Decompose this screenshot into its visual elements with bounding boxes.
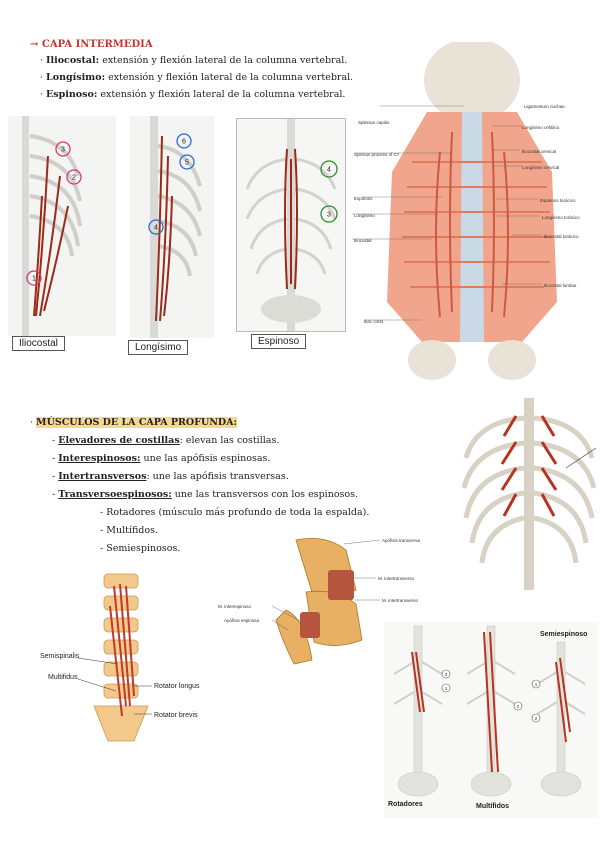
- marker-3: 3: [327, 212, 331, 219]
- label-semiespinoso: Semiespinoso: [540, 631, 587, 638]
- marker-3: 3: [445, 672, 448, 677]
- muscle-name: Transversoespinosos:: [58, 489, 172, 500]
- label-longisimo-cefalico: Longísimo cefálico: [522, 125, 560, 130]
- label-multifidos: Multífidos: [476, 803, 509, 810]
- section-heading-intermedia: → CAPA INTERMEDIA: [30, 39, 153, 50]
- label-m-intertransverso: M. intertransverso: [378, 576, 415, 581]
- marker-4: 4: [327, 167, 331, 174]
- label-iliocostal: Iliocostal: [354, 238, 372, 243]
- label-m-interespinoso: M. interespinoso: [218, 604, 252, 609]
- label-espinoso-toracico: Espinoso torácico: [540, 198, 576, 203]
- label-apofisis-transversa: Apófisis transversa: [382, 538, 421, 543]
- caption-espinoso: Espinoso: [251, 334, 307, 349]
- marker-2: 2: [535, 716, 538, 721]
- muscle-function: extensión y flexión lateral de la column…: [97, 89, 346, 100]
- muscle-function: une las transversos con los espinosos.: [171, 489, 359, 500]
- marker-6: 6: [182, 139, 186, 146]
- label-rotadores: Rotadores: [388, 801, 423, 808]
- muscle-function: une las apófisis espinosas.: [140, 453, 271, 464]
- list-item: - Transversoespinosos: une las transvers…: [52, 489, 359, 500]
- figure-deep-spine: Semispinalis Multifidus Rotator longus R…: [34, 566, 214, 744]
- label-rotator-longus: Rotator longus: [154, 683, 200, 690]
- muscle-function: : une las apófisis transversas.: [146, 471, 289, 482]
- figure-iliocostal: 3 2 1: [8, 116, 116, 336]
- sub-list-item: - Rotadores (músculo más profundo de tod…: [100, 507, 370, 518]
- label-longisimo-cervical: Longísimo cervical: [522, 165, 559, 170]
- marker-4: 4: [154, 225, 158, 232]
- label-semispinalis: Semispinalis: [40, 653, 80, 660]
- label-spinous-process: Spinous process of C7: [354, 152, 400, 157]
- label-iliocostal-lumbar: Iliocostal lumbar: [544, 283, 577, 288]
- muscle-name: Iliocostal:: [46, 55, 100, 66]
- label-m-intertransverso: M. intertransverso: [382, 598, 419, 603]
- label-splenius-capitis: Splenius capitis: [358, 120, 390, 125]
- figure-ribcage: [456, 398, 600, 590]
- label-multifidus: Multifidus: [48, 674, 78, 681]
- figure-longisimo: 6 5 4: [130, 116, 214, 338]
- muscle-name: Interespinosos:: [58, 453, 141, 464]
- list-item: - Interespinosos: une las apófisis espin…: [52, 453, 271, 464]
- figure-back-muscles: Splenius capitis Spinous process of C7 E…: [352, 42, 598, 386]
- marker-2: 2: [72, 175, 76, 182]
- label-apofisis-espinosa: Apófisis espinosa: [224, 618, 260, 623]
- caption-iliocostal: Iliocostal: [12, 336, 65, 351]
- section-heading-profunda: · MÚSCULOS DE LA CAPA PROFUNDA:: [30, 417, 238, 428]
- marker-1: 1: [32, 276, 36, 283]
- label-iliocostal-toracico: Iliocostal torácico: [544, 234, 579, 239]
- label-espinoso: Espinoso: [354, 196, 373, 201]
- list-item: - Elevadores de costillas: elevan las co…: [52, 435, 280, 446]
- label-longisimo: Longísimo: [354, 213, 375, 218]
- label-rotator-brevis: Rotator brevis: [154, 712, 198, 719]
- label-longisimo-toracico: Longísimo torácico: [542, 215, 580, 220]
- label-iliac-crest: Iliac crest: [364, 319, 384, 324]
- muscle-function: extensión y flexión lateral de la column…: [99, 55, 348, 66]
- muscle-function: extensión y flexión lateral de la column…: [105, 72, 354, 83]
- list-item: · Espinoso: extensión y flexión lateral …: [40, 89, 346, 100]
- marker-2: 2: [517, 704, 520, 709]
- muscle-name: Espinoso:: [46, 89, 98, 100]
- figure-deep-panels: 3 1 2 1 2 Rotadores Multífidos Semiespin…: [384, 622, 598, 818]
- marker-3: 3: [61, 147, 65, 154]
- sub-list-item: - Multífidos.: [100, 525, 159, 536]
- muscle-function: : elevan las costillas.: [179, 435, 280, 446]
- caption-longisimo: Longísimo: [128, 340, 189, 355]
- muscle-name: Elevadores de costillas: [58, 435, 180, 446]
- label-iliocostal-cervical: Iliocostal cervical: [522, 149, 556, 154]
- marker-1: 1: [445, 686, 448, 691]
- muscle-name: Intertransversos: [58, 471, 147, 482]
- muscle-name: Longísimo:: [46, 72, 106, 83]
- list-item: · Iliocostal: extensión y flexión latera…: [40, 55, 348, 66]
- list-item: · Longísimo: extensión y flexión lateral…: [40, 72, 354, 83]
- sub-list-item: - Semiespinosos.: [100, 543, 181, 554]
- marker-5: 5: [185, 160, 189, 167]
- marker-1: 1: [535, 682, 538, 687]
- list-item: - Intertransversos: une las apófisis tra…: [52, 471, 289, 482]
- label-ligamentum-nuchae: Ligamentum nuchae: [524, 104, 565, 109]
- figure-espinoso: 4 3: [236, 118, 346, 332]
